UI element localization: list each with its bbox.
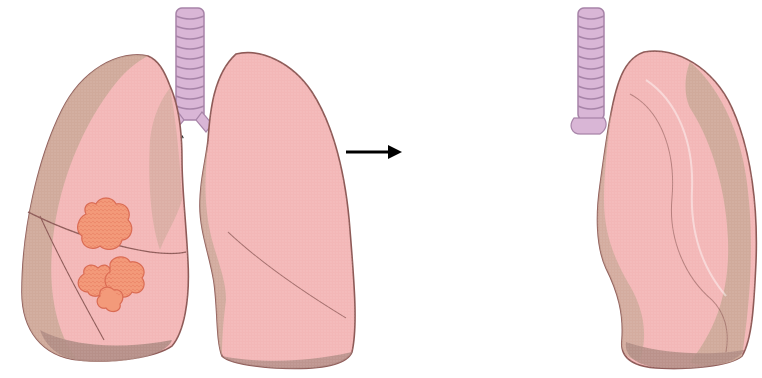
before-panel [22,8,355,368]
trachea-icon [571,8,606,134]
remaining-lung [598,51,757,368]
after-panel [571,8,756,369]
left-lung [200,53,355,369]
arrow-right-icon [346,145,402,159]
